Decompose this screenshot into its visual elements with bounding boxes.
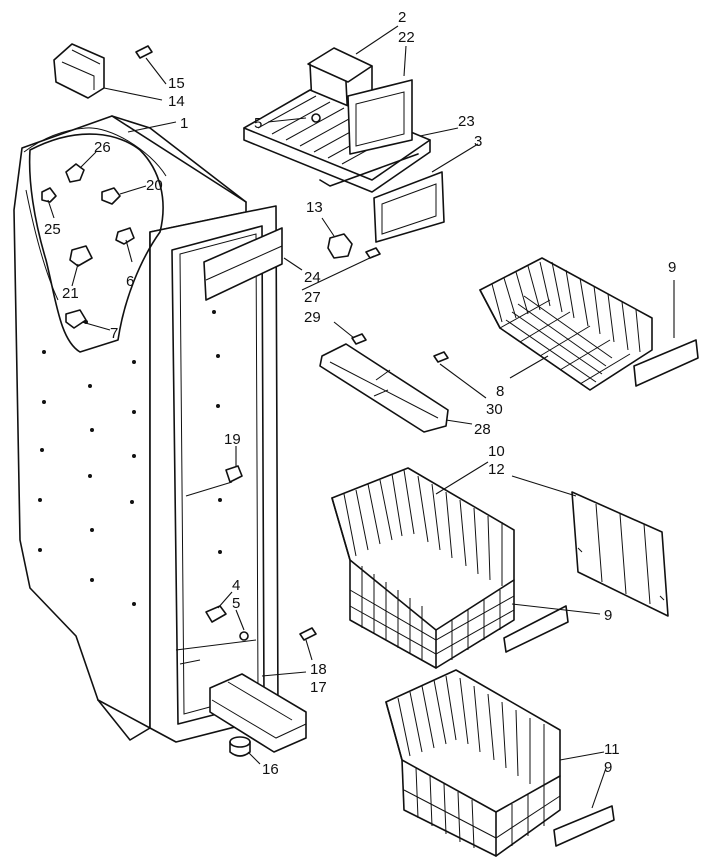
callout-9-upper: 9 <box>668 259 676 276</box>
callout-12: 12 <box>488 461 505 478</box>
callout-30: 30 <box>486 401 503 418</box>
bracket-part-2 <box>307 47 373 83</box>
grille-part-17 <box>209 673 307 753</box>
screw-part-5-lower <box>239 631 249 641</box>
basket-front-part-9-upper <box>633 339 699 387</box>
basket-front-part-9-middle <box>503 605 569 653</box>
callout-26: 26 <box>94 139 111 156</box>
callout-23: 23 <box>458 113 475 130</box>
bulb-part-25 <box>41 187 57 203</box>
callout-14: 14 <box>168 93 185 110</box>
connector-part-26 <box>65 163 85 183</box>
rail-part-28 <box>319 343 449 433</box>
callout-9-lower: 9 <box>604 759 612 776</box>
duct-part-24 <box>203 227 283 301</box>
callout-28: 28 <box>474 421 491 438</box>
mid-hardware <box>319 233 449 433</box>
callout-20: 20 <box>146 177 163 194</box>
cover-part-3 <box>373 171 445 243</box>
hinge-part-4 <box>205 605 227 623</box>
callout-8: 8 <box>496 383 504 400</box>
panel-part-22 <box>347 79 413 155</box>
clip-part-19 <box>225 465 243 483</box>
callout-13: 13 <box>306 199 323 216</box>
callout-16: 16 <box>262 761 279 778</box>
callout-5: 5 <box>254 115 262 132</box>
freezer-liner <box>13 115 283 743</box>
callout-2: 2 <box>398 9 406 26</box>
callout-1: 1 <box>180 115 188 132</box>
basket-front-part-9-lower <box>553 805 615 847</box>
screw-part-18 <box>299 627 317 641</box>
callout-6: 6 <box>126 273 134 290</box>
callout-17: 17 <box>310 679 327 696</box>
divider-part-12 <box>571 491 669 617</box>
liner-holes <box>38 310 222 606</box>
callout-4: 4 <box>232 577 240 594</box>
clip-part-7 <box>65 309 87 329</box>
callout-9-middle: 9 <box>604 607 612 624</box>
callout-22: 22 <box>398 29 415 46</box>
screw-part-30 <box>433 351 449 363</box>
callout-18: 18 <box>310 661 327 678</box>
callout-5-lower: 5 <box>232 595 240 612</box>
handle-assembly <box>53 43 153 99</box>
switch-part-21 <box>69 245 93 267</box>
connector-part-13 <box>327 233 353 259</box>
callout-21: 21 <box>62 285 79 302</box>
middle-basket <box>331 467 569 669</box>
handle-part-14 <box>53 43 105 99</box>
plug-part-16 <box>229 736 251 748</box>
callout-27: 27 <box>304 289 321 306</box>
lower-basket <box>385 669 615 857</box>
screw-part-27 <box>365 247 381 259</box>
bottom-hardware <box>209 627 317 757</box>
callout-7: 7 <box>110 325 118 342</box>
callout-29: 29 <box>304 309 321 326</box>
callout-25: 25 <box>44 221 61 238</box>
clip-part-6 <box>115 227 135 245</box>
screw-part-5-upper <box>311 113 321 123</box>
leader-lines <box>47 25 675 809</box>
callout-15: 15 <box>168 75 185 92</box>
callout-10: 10 <box>488 443 505 460</box>
callout-11: 11 <box>604 741 620 758</box>
screw-part-29 <box>351 333 367 345</box>
upper-basket <box>479 257 699 391</box>
screw-part-15 <box>135 45 153 59</box>
callout-19: 19 <box>224 431 241 448</box>
ice-bin-shelf-assembly <box>243 47 445 243</box>
thermostat-part-20 <box>101 187 121 205</box>
callout-24: 24 <box>304 269 321 286</box>
callout-3: 3 <box>474 133 482 150</box>
callout-labels: 2 22 5 23 3 15 14 1 26 20 25 6 21 7 13 2… <box>44 9 676 778</box>
